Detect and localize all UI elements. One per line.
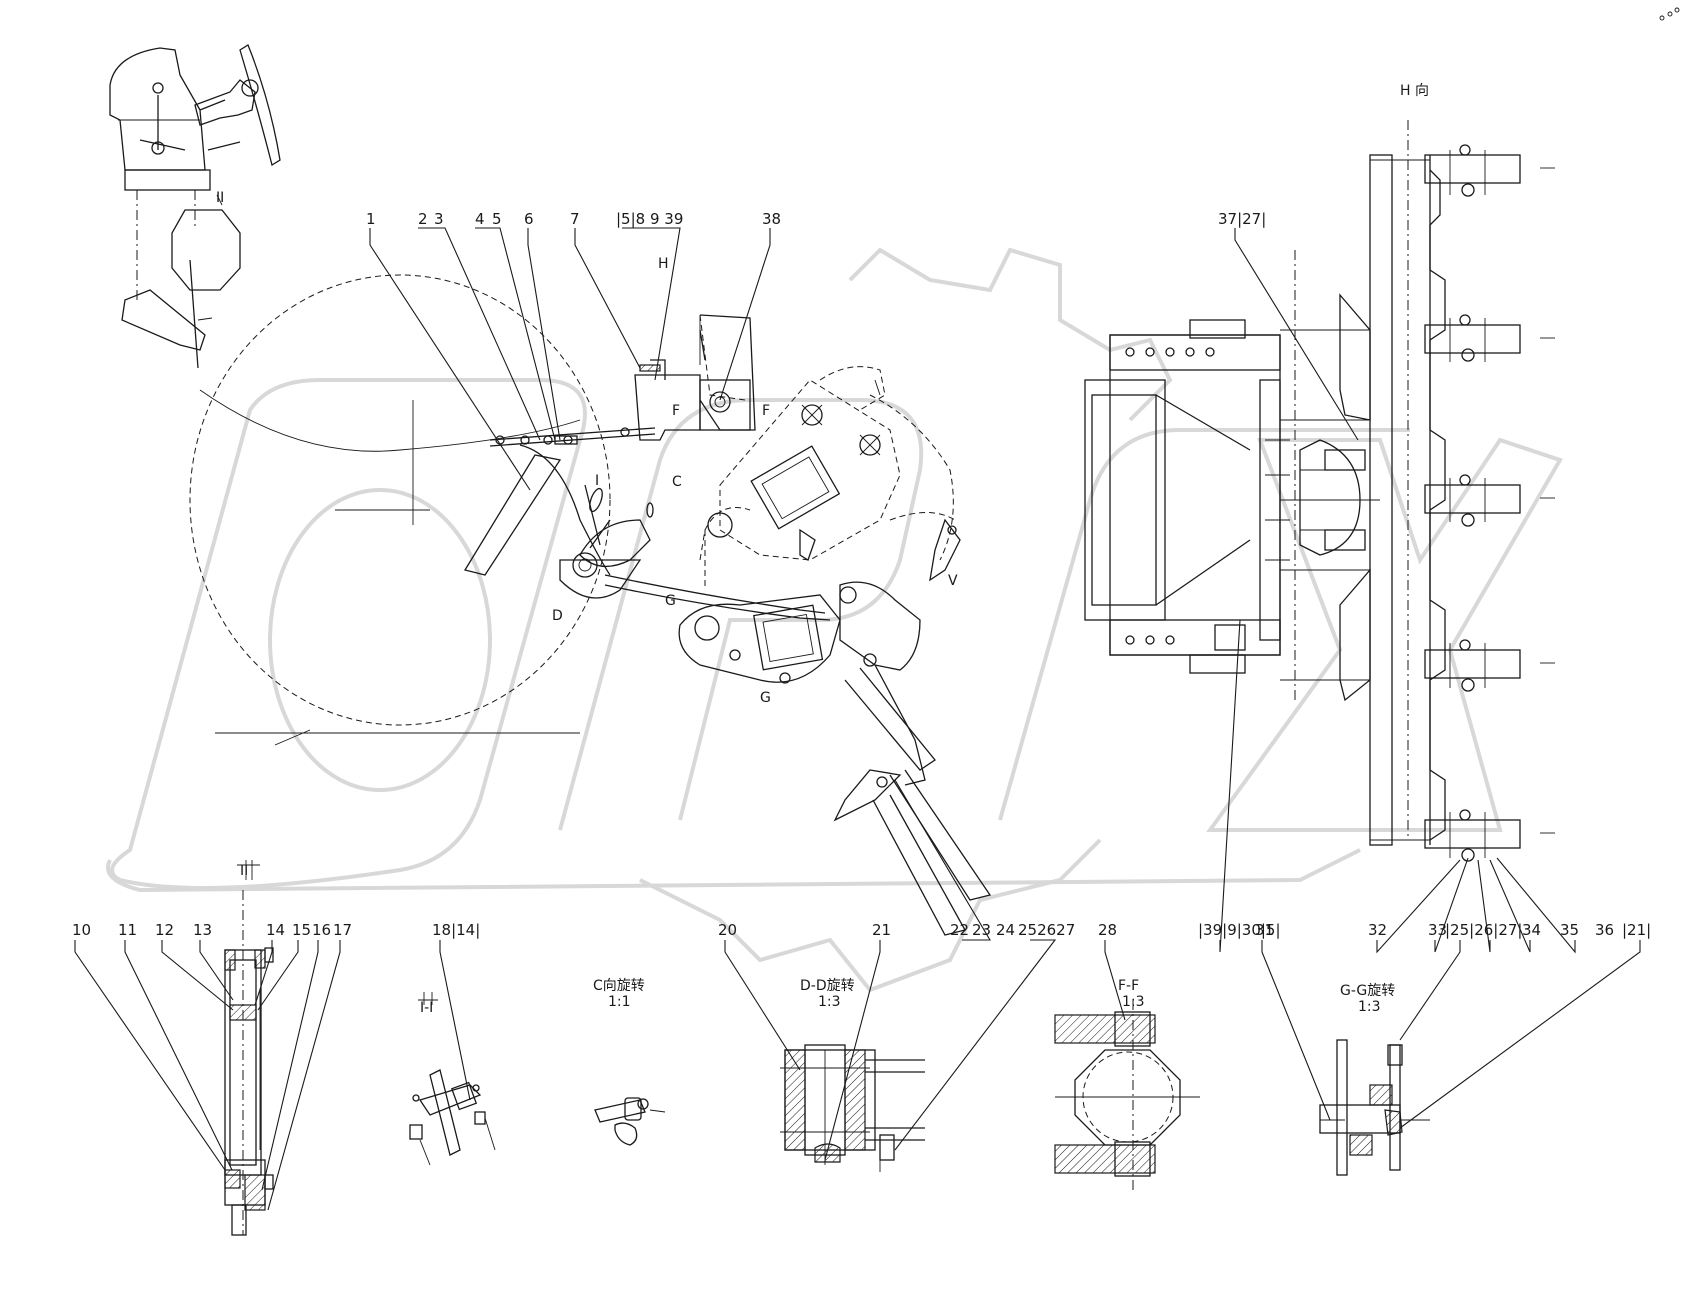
ff-view-scale: 1:3: [1122, 994, 1145, 1010]
watermark: [106, 247, 1563, 993]
label-39-9-30-5: |39|9|30|5|: [1198, 921, 1281, 939]
dd-view-rotated: [780, 1044, 925, 1172]
label-35: 35: [1560, 921, 1579, 939]
label-10: 10: [72, 921, 91, 939]
ff-view-title: F-F: [1118, 978, 1139, 994]
leader-lines: [74, 227, 1641, 1211]
linkage-assembly: [463, 314, 992, 936]
ii-view-title: II: [240, 863, 248, 879]
label-14: 14: [266, 921, 285, 939]
operator-control-view: [109, 44, 281, 369]
d-mark: D: [552, 608, 563, 624]
label-37-27: 37|27|: [1218, 210, 1266, 228]
label-20: 20: [718, 921, 737, 939]
dd-view-scale: 1:3: [818, 994, 841, 1010]
ii-mark: II: [216, 190, 224, 206]
dd-view-title: D-D旋转: [800, 978, 855, 994]
label-17: 17: [333, 921, 352, 939]
label-11: 11: [118, 921, 137, 939]
view-titles: H 向 H F F C D G G I V II II I-I C向旋转 1:1…: [216, 83, 1429, 1016]
c-view-rotated: [594, 1097, 666, 1146]
label-4: 4: [475, 210, 485, 228]
gg-view-title: G-G旋转: [1340, 983, 1395, 999]
label-21: 21: [872, 921, 891, 939]
g-mark-bottom: G: [760, 690, 771, 706]
section-view-I: [409, 992, 496, 1166]
f-mark-left: F: [672, 403, 680, 419]
label-2: 2: [418, 210, 428, 228]
label-25-26-27b: |25|26|27|: [1445, 921, 1522, 939]
gg-view-scale: 1:3: [1358, 999, 1381, 1015]
label-38: 38: [762, 210, 781, 228]
h-view-frame: [1084, 120, 1555, 862]
label-31: 31: [1255, 921, 1274, 939]
label-33: 33: [1428, 921, 1447, 939]
label-24: 24: [996, 921, 1015, 939]
label-5: 5: [492, 210, 502, 228]
label-23: 23: [972, 921, 991, 939]
gg-view-rotated: [1319, 1039, 1430, 1176]
label-16: 16: [312, 921, 331, 939]
label-3: 3: [434, 210, 444, 228]
label-25-26-27: 252627: [1018, 921, 1075, 939]
f-mark-right: F: [762, 403, 770, 419]
section-view-II: [224, 860, 274, 1236]
label-6: 6: [524, 210, 534, 228]
wheel-outline: [189, 274, 611, 746]
i-mark: I: [595, 473, 599, 489]
label-21b: |21|: [1622, 921, 1651, 939]
h-direction-title: H 向: [1400, 83, 1429, 99]
label-15: 15: [292, 921, 311, 939]
corner-mark: [1659, 7, 1680, 21]
label-12: 12: [155, 921, 174, 939]
g-mark-top: G: [665, 593, 676, 609]
c-view-title: C向旋转: [593, 978, 645, 994]
v-mark: V: [948, 573, 958, 589]
label-18-14: 18|14|: [432, 921, 480, 939]
h-view-bolts: [1424, 144, 1555, 862]
label-22: 22: [950, 921, 969, 939]
c-view-scale: 1:1: [608, 994, 631, 1010]
label-34: 34: [1522, 921, 1541, 939]
c-mark: C: [672, 474, 682, 490]
h-mark: H: [658, 256, 669, 272]
label-7: 7: [570, 210, 580, 228]
i-view-title: I-I: [420, 1000, 433, 1016]
label-13: 13: [193, 921, 212, 939]
ff-view: [1054, 1000, 1200, 1190]
label-36: 36: [1595, 921, 1614, 939]
label-32: 32: [1368, 921, 1387, 939]
label-1: 1: [366, 210, 376, 228]
item-labels: 1 2 3 4 5 6 7 |5|8 9 39 38 37|27| 10 11 …: [72, 210, 1651, 939]
label-15-8-9-39: |5|8 9 39: [616, 210, 683, 228]
label-28: 28: [1098, 921, 1117, 939]
